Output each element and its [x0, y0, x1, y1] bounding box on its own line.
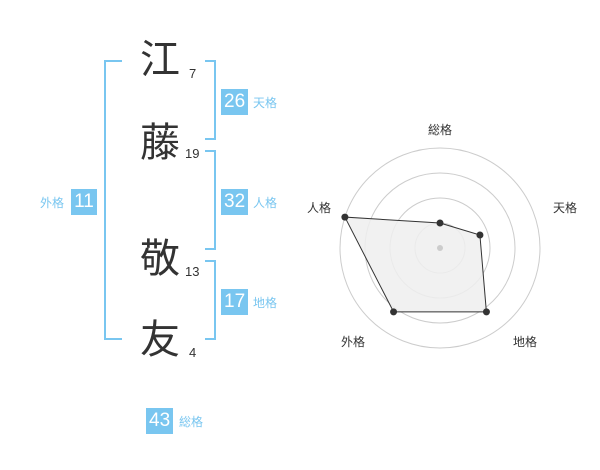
gaikaku-value-badge: 11: [71, 189, 97, 215]
tenkaku-label: 天格: [253, 96, 278, 110]
stroke-count-2: 19: [185, 146, 200, 161]
tenkaku-bracket: [205, 60, 216, 140]
radar-point: [341, 213, 349, 221]
jinkaku-value-badge: 32: [221, 189, 249, 215]
radar-axis-label-tenkaku: 天格: [553, 200, 577, 215]
radar-points: [341, 213, 490, 316]
radar-value-polygon: [344, 216, 487, 313]
radar-point: [476, 231, 484, 239]
chikaku-bracket: [205, 260, 216, 340]
stroke-count-1: 7: [189, 66, 197, 81]
radar-axis-label-chikaku: 地格: [513, 334, 537, 349]
jinkaku-label: 人格: [253, 196, 278, 210]
tenkaku-value-badge: 26: [221, 89, 249, 115]
gaikaku-bracket: [104, 60, 122, 340]
gaikaku-label: 外格: [40, 196, 65, 210]
radar-axis-label-soukaku: 総格: [428, 122, 452, 137]
radar-point: [390, 308, 398, 316]
radar-center: [437, 245, 443, 251]
name-char-1: 江: [140, 37, 180, 83]
stroke-count-4: 4: [189, 345, 197, 360]
radar-axis-label-gaikaku: 外格: [341, 334, 365, 349]
name-char-4: 友: [140, 317, 180, 363]
radar-point: [482, 308, 490, 316]
chikaku-value-badge: 17: [221, 289, 249, 315]
chikaku-label: 地格: [253, 296, 278, 310]
jinkaku-bracket: [205, 150, 216, 250]
soukaku-value-badge: 43: [146, 408, 174, 434]
stroke-count-3: 13: [185, 264, 200, 279]
soukaku-label: 総格: [179, 415, 204, 429]
radar-axis-label-jinkaku: 人格: [307, 200, 331, 215]
radar-center-dot: [437, 245, 443, 251]
radar-point: [436, 219, 444, 227]
name-char-3: 敬: [140, 236, 180, 282]
radar-ring: [339, 147, 541, 349]
name-char-2: 藤: [140, 120, 180, 166]
radar-chart: 総格 天格 地格 外格 人格: [307, 122, 577, 349]
